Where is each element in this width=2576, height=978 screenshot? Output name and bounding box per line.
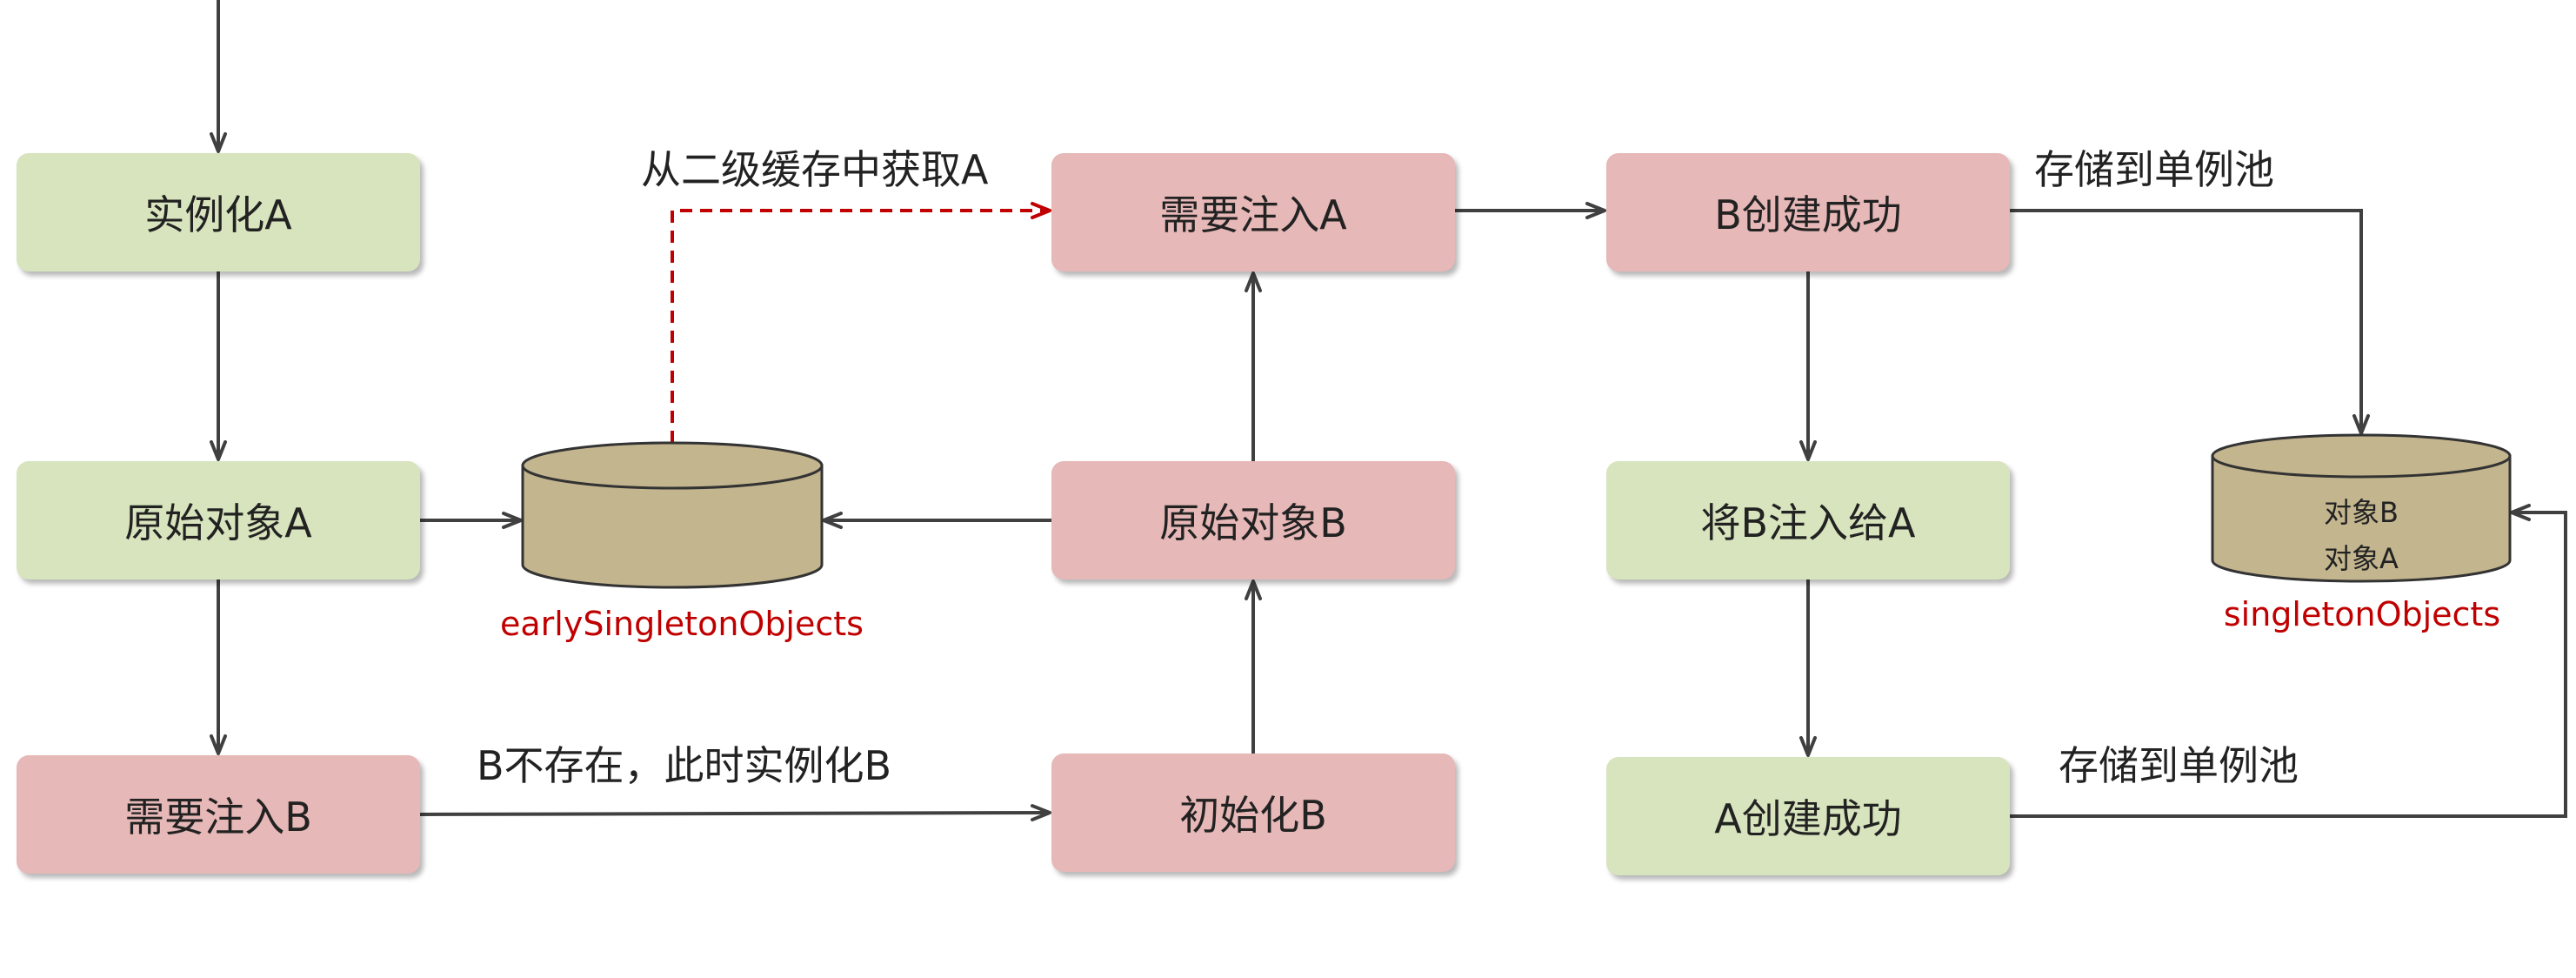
singleton-item-object-b: 对象B [2324,496,2399,529]
node-inject-b-into-a: 将B注入给A [1606,461,2010,579]
early-singleton-objects-cylinder [521,441,824,589]
early-singleton-objects-label: earlySingletonObjects [500,605,864,643]
edge-b-created-to-singleton-pool [2010,209,2370,435]
node-raw-object-a: 原始对象A [17,461,420,579]
edge-label-store-b: 存储到单例池 [2034,146,2274,193]
node-raw-object-b: 原始对象B [1051,461,1455,579]
node-b-created: B创建成功 [1606,153,2010,271]
singleton-objects-cylinder [2211,433,2512,583]
singleton-item-object-a: 对象A [2324,542,2399,575]
node-instantiate-a: 实例化A [17,153,420,271]
node-init-b: 初始化B [1051,754,1455,872]
edge-early-cache-to-need-inject-a-dashed [671,202,1051,443]
node-need-inject-b: 需要注入B [17,755,420,874]
edge-label-get-from-second-cache: 从二级缓存中获取A [641,146,989,193]
edge-need-inject-b-to-init-b [418,804,1051,822]
edge-label-b-not-exist: B不存在，此时实例化B [477,742,892,789]
node-need-inject-a: 需要注入A [1051,153,1455,271]
edge-a-created-to-singleton-pool [2010,504,2567,818]
singleton-objects-label: singletonObjects [2223,595,2501,633]
edge-label-store-a: 存储到单例池 [2059,742,2299,789]
node-a-created: A创建成功 [1606,757,2010,875]
